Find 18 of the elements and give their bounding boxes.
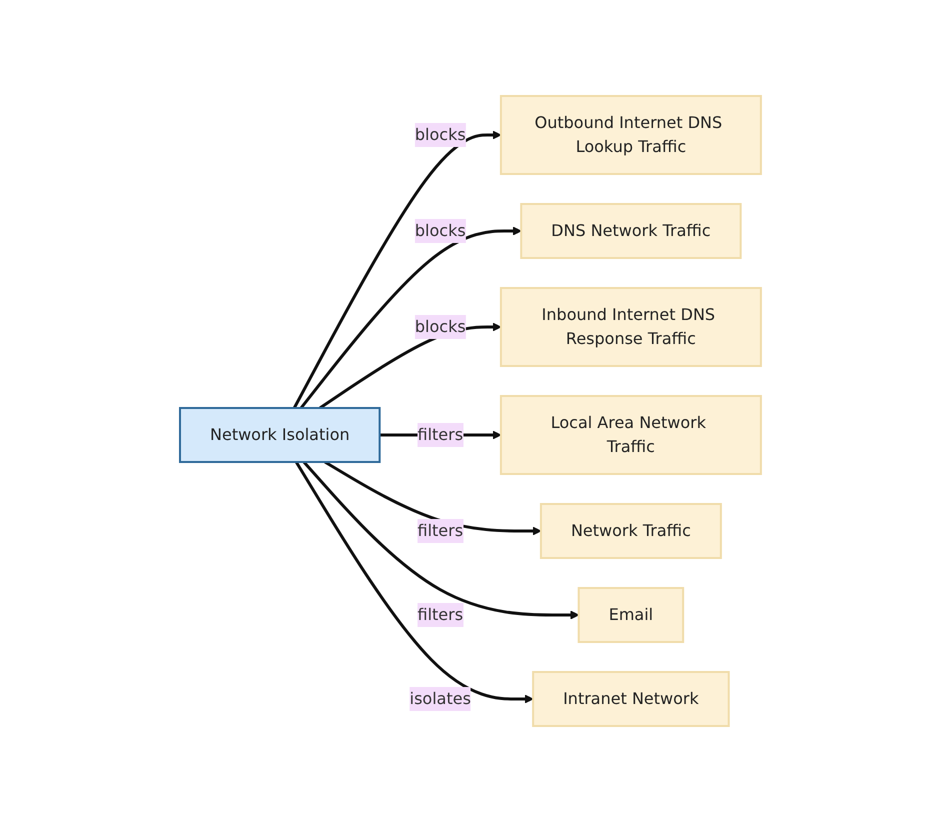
node-box: Email — [578, 586, 684, 642]
edge-label: blocks — [414, 124, 466, 144]
edge-label: filters — [418, 424, 464, 444]
node-box: DNS Network Traffic — [520, 202, 742, 258]
arrow — [324, 460, 542, 535]
node-box: Outbound Internet DNS Lookup Traffic — [500, 94, 762, 174]
arrow — [294, 460, 534, 703]
edge-label: filters — [418, 520, 464, 540]
edge-label: isolates — [410, 688, 471, 708]
node-box: Local Area Network Traffic — [500, 394, 762, 474]
node-box: Network Traffic — [540, 502, 722, 558]
edge-label: filters — [418, 604, 464, 624]
node-box: Intranet Network — [532, 670, 730, 726]
node-box: Network Isolation — [179, 406, 381, 462]
edge-label: blocks — [414, 316, 466, 336]
node-box: Inbound Internet DNS Response Traffic — [500, 286, 762, 366]
edge-label: blocks — [414, 220, 466, 240]
arrow — [302, 460, 580, 619]
